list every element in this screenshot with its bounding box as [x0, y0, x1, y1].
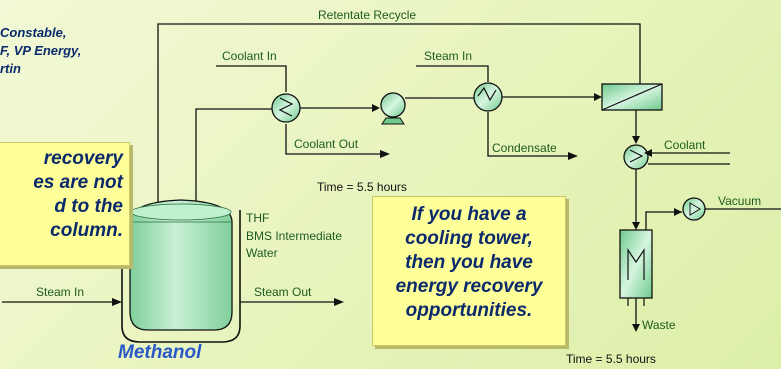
vacuum-pump-icon [682, 197, 706, 221]
waste-label: Waste [642, 318, 676, 332]
coolant-out-line [285, 124, 384, 155]
time-label-bottom: Time = 5.5 hours [566, 352, 656, 366]
pump-inlet-arrow-icon [372, 104, 380, 112]
condensate-label: Condensate [492, 141, 557, 155]
time-label-top: Time = 5.5 hours [317, 180, 407, 194]
bms-label: BMS Intermediate [246, 229, 342, 243]
left-callout-line-3: d to the [54, 196, 123, 217]
vapor-line [195, 108, 274, 205]
coolant-arrow-icon [644, 149, 652, 157]
condenser-2-icon [623, 144, 649, 170]
left-callout: recovery es are not d to the column. [0, 142, 130, 266]
steam-in-left-arrow-icon [112, 298, 122, 306]
right-callout-line-5: opportunities. [405, 300, 533, 321]
condenser-1-coil-icon [278, 97, 294, 117]
author-line-1: Constable, [0, 25, 67, 40]
coolant-in-line [216, 65, 287, 92]
heater-coil-icon [477, 86, 497, 102]
left-callout-line-2: es are not [33, 172, 123, 193]
coolant-out-label: Coolant Out [294, 137, 359, 151]
membrane-inlet-arrow-icon [594, 93, 602, 101]
right-callout-line-3: then you have [405, 252, 533, 273]
condenser-2-coil-icon [629, 149, 644, 163]
coolant-out-arrow-icon [380, 150, 390, 158]
steam-in-top-line [416, 65, 489, 82]
right-callout-line-2: cooling tower, [405, 228, 533, 249]
water-label: Water [246, 246, 278, 260]
membrane-divider-icon [601, 83, 663, 111]
methanol-label: Methanol [118, 342, 202, 363]
condensate-line [487, 112, 572, 157]
retentate-recycle-line [157, 23, 641, 215]
thf-label: THF [246, 211, 269, 225]
coolant-in-label: Coolant In [222, 49, 277, 63]
tank-jacket-icon [121, 210, 241, 343]
condenser-1-icon [271, 93, 301, 123]
steam-out-arrow-icon [334, 298, 344, 306]
steam-out-label: Steam Out [254, 285, 312, 299]
right-callout-line-4: energy recovery [395, 276, 543, 297]
pump-base-icon [381, 117, 405, 125]
coolant-label: Coolant [664, 138, 706, 152]
vacuum-arrow-icon [674, 208, 682, 216]
steam-in-top-label: Steam In [424, 49, 472, 63]
left-callout-line-4: column. [50, 220, 123, 241]
receiver-inlet-arrow-icon [632, 222, 640, 230]
condensate-arrow-icon [568, 152, 578, 160]
left-callout-line-1: recovery [43, 148, 123, 169]
receiver-vessel-icon [619, 229, 653, 299]
waste-arrow-icon [632, 324, 640, 332]
vacuum-line [645, 211, 682, 230]
reactor-tank-icon [129, 199, 233, 331]
vacuum-label: Vacuum [718, 194, 761, 208]
permeate-arrow-icon [632, 136, 640, 144]
retentate-recycle-label: Retentate Recycle [318, 8, 416, 22]
steam-in-left-label: Steam In [36, 285, 84, 299]
right-callout: If you have a cooling tower, then you ha… [372, 196, 566, 346]
right-callout-line-1: If you have a [411, 204, 527, 225]
receiver-coil-icon [627, 248, 645, 280]
author-line-3: rtin [0, 61, 21, 76]
author-line-2: F, VP Energy, [0, 43, 82, 58]
author-credits: Constable, F, VP Energy, rtin [0, 24, 81, 78]
pump-icon [380, 92, 406, 118]
